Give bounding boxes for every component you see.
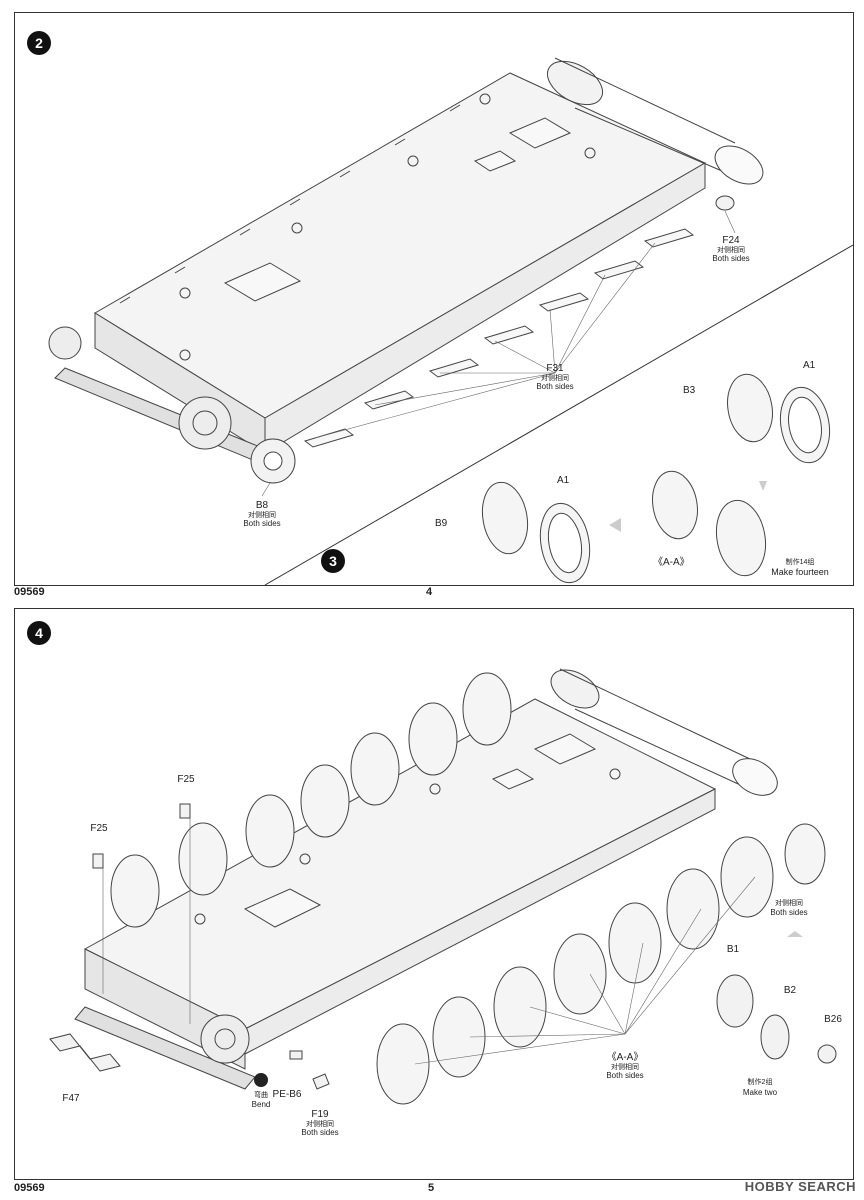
b8-cn: 对侧相同	[248, 510, 276, 519]
watermark: HOBBY SEARCH	[744, 1179, 856, 1194]
label-a1-top: A1	[803, 360, 816, 371]
leader-lines-bottom	[102, 814, 756, 1065]
footer-code-top: 09569	[14, 586, 45, 598]
step-2-diagram: 2 3	[27, 31, 853, 585]
callout-b8: B8 对侧相同 Both sides	[243, 500, 280, 528]
part-b8-sprocket	[250, 438, 296, 484]
leader-lines	[261, 210, 736, 497]
callout-make-fourteen: 制作14组 Make fourteen	[771, 557, 829, 577]
label-a1-mid: A1	[557, 475, 570, 486]
hull-with-wheels-drawing	[74, 668, 778, 1090]
step-2-panel: 2 3	[14, 12, 854, 586]
callout-aa-bottom: 《A-A》 对侧相同 Both sides	[606, 1051, 643, 1080]
label-b26: B26	[824, 1014, 842, 1025]
aa-bottom-en: Both sides	[606, 1071, 643, 1080]
sprocket-both-cn: 对侧相同	[775, 898, 803, 907]
make-two-en: Make two	[743, 1088, 778, 1097]
step-4-panel: 4	[14, 608, 854, 1180]
sprocket-parts	[716, 931, 837, 1064]
footer-code-bottom: 09569	[14, 1182, 45, 1194]
label-b9: B9	[435, 518, 448, 529]
make-fourteen-cn: 制作14组	[786, 557, 815, 566]
label-b3: B3	[683, 385, 696, 396]
label-b1: B1	[727, 944, 740, 955]
callout-f31: F31 对侧相同 Both sides	[536, 363, 573, 391]
f19-code: F19	[311, 1109, 329, 1120]
step-3-badge: 3	[321, 549, 345, 573]
hull-drawing	[48, 57, 764, 466]
step-4-badge: 4	[27, 621, 51, 645]
f31-en: Both sides	[536, 382, 573, 391]
aa-bottom-cn: 对侧相同	[611, 1062, 639, 1071]
small-parts	[49, 803, 330, 1090]
step-divider	[264, 244, 853, 585]
label-f47: F47	[62, 1093, 80, 1104]
page-number-bottom: 5	[428, 1182, 435, 1194]
callout-bend: 弯曲 Bend	[252, 1090, 271, 1109]
step-4-number: 4	[35, 625, 43, 641]
f19-en: Both sides	[301, 1128, 338, 1137]
make-two-cn: 制作2组	[748, 1077, 773, 1086]
f24-code: F24	[722, 235, 740, 246]
f19-cn: 对侧相同	[306, 1119, 334, 1128]
callout-f19: F19 对侧相同 Both sides	[301, 1109, 338, 1137]
sprocket-both-en: Both sides	[770, 908, 807, 917]
step-2-number: 2	[35, 35, 43, 51]
callout-f24: F24 对侧相同 Both sides	[712, 235, 749, 263]
b8-code: B8	[256, 500, 269, 511]
aa-bottom-code: 《A-A》	[607, 1051, 644, 1063]
f31-code: F31	[546, 363, 564, 374]
label-pe-b6: PE-B6	[273, 1089, 302, 1100]
f24-en: Both sides	[712, 254, 749, 263]
part-f24	[715, 195, 735, 211]
label-f25-a: F25	[177, 774, 195, 785]
callout-sprocket-both: 对侧相同 Both sides	[770, 898, 807, 917]
page-number-top: 4	[426, 586, 433, 598]
make-fourteen-en: Make fourteen	[771, 567, 829, 577]
step-4-diagram: 4	[27, 621, 842, 1137]
callout-make-two: 制作2组 Make two	[743, 1077, 778, 1097]
step-2-badge: 2	[27, 31, 51, 55]
bend-cn: 弯曲	[254, 1090, 268, 1099]
label-aa-top: 《A-A》	[653, 556, 690, 568]
bend-en: Bend	[252, 1100, 271, 1109]
label-b2: B2	[784, 985, 797, 996]
f24-cn: 对侧相同	[717, 245, 745, 254]
road-wheels-back	[110, 672, 512, 928]
wheel-assembly-drawing	[481, 373, 831, 584]
b8-en: Both sides	[243, 519, 280, 528]
step-3-number: 3	[329, 553, 337, 569]
label-f25-b: F25	[90, 823, 108, 834]
f31-cn: 对侧相同	[541, 373, 569, 382]
